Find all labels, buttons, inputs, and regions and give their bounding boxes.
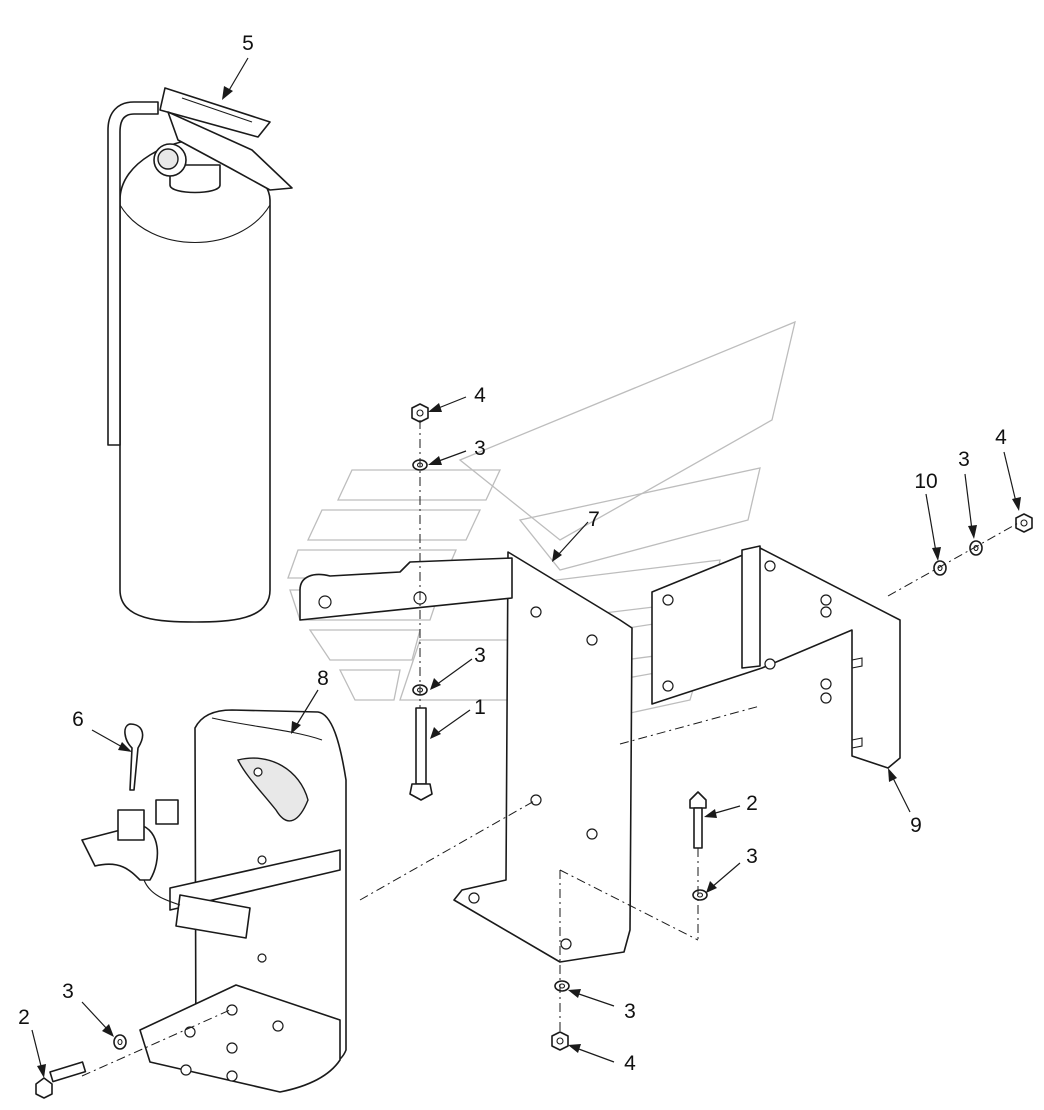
callout-3-bottom: 3 — [624, 1000, 636, 1023]
callout-3-mid: 3 — [474, 644, 486, 667]
extinguisher-bracket-part-8 — [81, 709, 347, 1093]
callout-5: 5 — [242, 32, 254, 55]
bolt-part-2-right — [689, 791, 707, 849]
callout-2-right: 2 — [746, 792, 758, 815]
callout-2-left: 2 — [18, 1006, 30, 1029]
hex-nut-part-4-far-right — [1015, 513, 1033, 533]
hex-nut-part-4-bottom — [551, 1031, 569, 1051]
callout-3-far-right: 3 — [958, 448, 970, 471]
bolt-part-2-left — [35, 1061, 87, 1099]
callout-10: 10 — [914, 470, 937, 493]
callout-9: 9 — [910, 814, 922, 837]
callout-7: 7 — [588, 508, 600, 531]
callout-3-right: 3 — [746, 845, 758, 868]
callout-3-left: 3 — [62, 980, 74, 1003]
fire-extinguisher-part-5 — [107, 87, 293, 623]
callout-1: 1 — [474, 696, 486, 719]
assembly-center-lines — [81, 420, 1021, 1077]
callout-numbers: 5 4 3 7 3 1 8 6 10 3 4 9 2 3 3 4 3 2 — [18, 32, 1007, 1075]
callout-4-far-right: 4 — [995, 426, 1007, 449]
washer-part-3-bottom — [554, 980, 570, 992]
callout-4-top: 4 — [474, 384, 486, 407]
angle-bracket-part-9 — [651, 545, 901, 769]
bolt-part-1 — [409, 707, 433, 801]
callout-leaders — [31, 57, 1021, 1078]
washer-part-3-left — [113, 1034, 127, 1050]
mounting-bracket-part-7 — [299, 551, 633, 963]
callout-3-top: 3 — [474, 437, 486, 460]
hex-nut-part-4-top — [411, 403, 429, 423]
washer-part-3-right — [692, 889, 708, 901]
washer-part-3-far-right — [969, 540, 983, 556]
callout-4-bottom: 4 — [624, 1052, 636, 1075]
washer-part-10 — [933, 560, 947, 576]
callout-8: 8 — [317, 667, 329, 690]
callout-6: 6 — [72, 708, 84, 731]
hitch-pin-part-6 — [124, 723, 144, 791]
